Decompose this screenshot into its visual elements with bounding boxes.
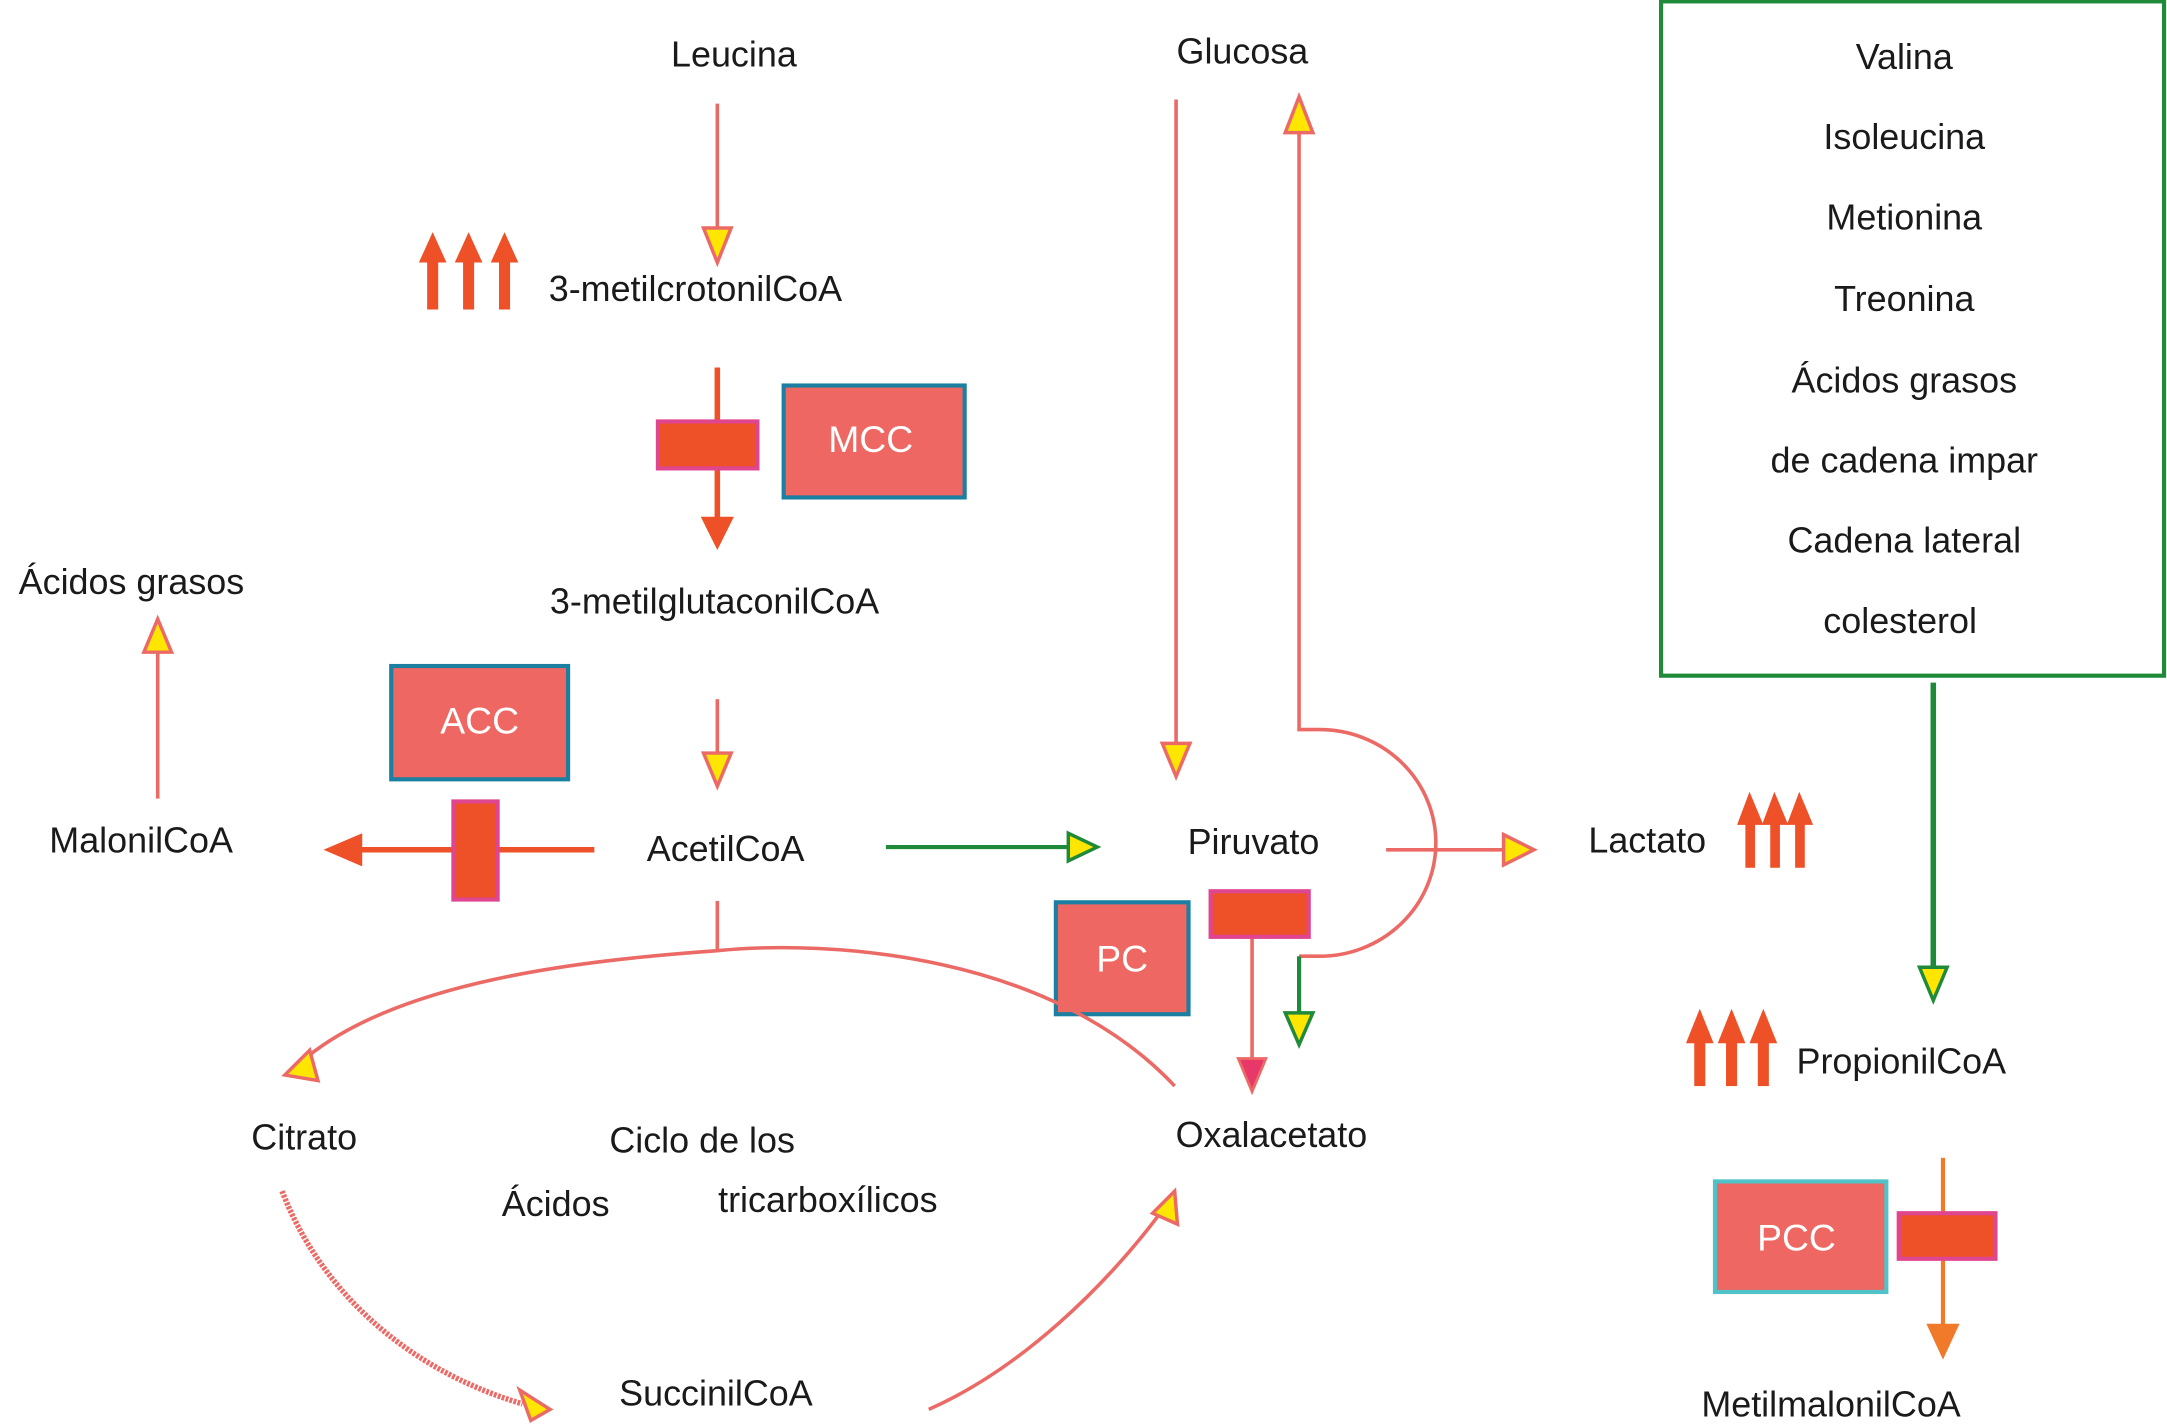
arrowhead	[516, 1385, 554, 1423]
arrowhead	[1916, 965, 1950, 1005]
metabolite-piruvato: Piruvato	[1188, 821, 1320, 862]
enzyme-pc	[1053, 900, 1191, 1017]
arc-succinil-to-oxalacetato	[928, 1214, 1160, 1412]
increase-indicator-metilcrotonil	[418, 232, 519, 310]
precursor-item: Valina	[1856, 36, 1953, 77]
arrowhead	[281, 1046, 321, 1083]
metabolite-acetilcoa: AcetilCoA	[647, 828, 805, 869]
arrowhead	[141, 614, 175, 654]
precursor-item: Isoleucina	[1823, 116, 1985, 157]
cycle-label-line2b: tricarboxílicos	[718, 1179, 937, 1220]
arrowhead	[700, 751, 734, 791]
enzyme-block-pc	[1208, 889, 1311, 939]
precursor-box	[1659, 0, 2167, 678]
metabolite-succinilcoa: SuccinilCoA	[619, 1372, 813, 1413]
enzyme-acc	[389, 663, 571, 782]
precursor-item: Ácidos grasos	[1792, 359, 2018, 400]
precursor-item: de cadena impar	[1771, 440, 2039, 481]
enzyme-pc-label: PC	[1096, 937, 1148, 979]
arrowhead	[1236, 1057, 1268, 1096]
arrowhead	[700, 516, 734, 550]
precursor-item: Metionina	[1826, 196, 1982, 237]
enzyme-acc-label: ACC	[440, 700, 519, 742]
enzyme-mcc-label: MCC	[828, 418, 913, 460]
metabolite-metilmalonilcoa: MetilmalonilCoA	[1701, 1383, 1960, 1424]
enzyme-block-acc	[451, 799, 500, 902]
metabolite-propionilcoa: PropionilCoA	[1797, 1041, 2007, 1082]
arc-citrato-to-succinil	[279, 1190, 524, 1407]
cycle-label-line1: Ciclo de los	[609, 1119, 795, 1160]
arrowhead	[1282, 91, 1316, 135]
cycle-label-line2a: Ácidos	[502, 1183, 610, 1224]
enzyme-block-pcc	[1896, 1211, 1998, 1261]
precursor-item: colesterol	[1823, 600, 1977, 641]
arrowhead	[1926, 1323, 1960, 1360]
arrowhead	[700, 226, 734, 268]
arrowhead	[1066, 830, 1102, 864]
enzyme-mcc	[781, 383, 967, 500]
up-arrow-icon	[418, 232, 519, 310]
arc-acetil-oxalacetato-to-citrato	[305, 945, 1177, 1088]
enzyme-pcc	[1712, 1179, 1889, 1295]
precursor-list: Valina Isoleucina Metionina Treonina Áci…	[1771, 36, 2039, 641]
precursor-item: Treonina	[1834, 278, 1974, 319]
metabolite-3-metilcrotonilcoa: 3-metilcrotonilCoA	[549, 268, 842, 309]
precursor-item: Cadena lateral	[1787, 520, 2021, 561]
metabolite-lactato: Lactato	[1588, 820, 1706, 861]
metabolite-oxalacetato: Oxalacetato	[1176, 1114, 1368, 1155]
arrowhead	[323, 833, 363, 867]
enzyme-pcc-label: PCC	[1757, 1217, 1836, 1259]
metabolite-citrato: Citrato	[251, 1117, 357, 1158]
metabolite-leucina: Leucina	[671, 33, 797, 74]
arrowhead	[1282, 1011, 1316, 1049]
arrow-oxalacetato-to-glucosa	[1297, 131, 1438, 958]
metabolite-3-metilglutaconilcoa: 3-metilglutaconilCoA	[550, 581, 879, 622]
up-arrow-icon	[1685, 1008, 1778, 1087]
arrowhead	[1501, 831, 1538, 868]
metabolite-acidos-grasos: Ácidos grasos	[19, 561, 245, 602]
arrowhead	[1159, 741, 1193, 782]
metabolite-glucosa: Glucosa	[1177, 31, 1309, 72]
metabolite-malonilcoa: MalonilCoA	[49, 820, 233, 861]
enzyme-block-mcc	[655, 419, 760, 471]
arrowhead	[1149, 1187, 1180, 1228]
up-arrow-icon	[1737, 791, 1814, 868]
